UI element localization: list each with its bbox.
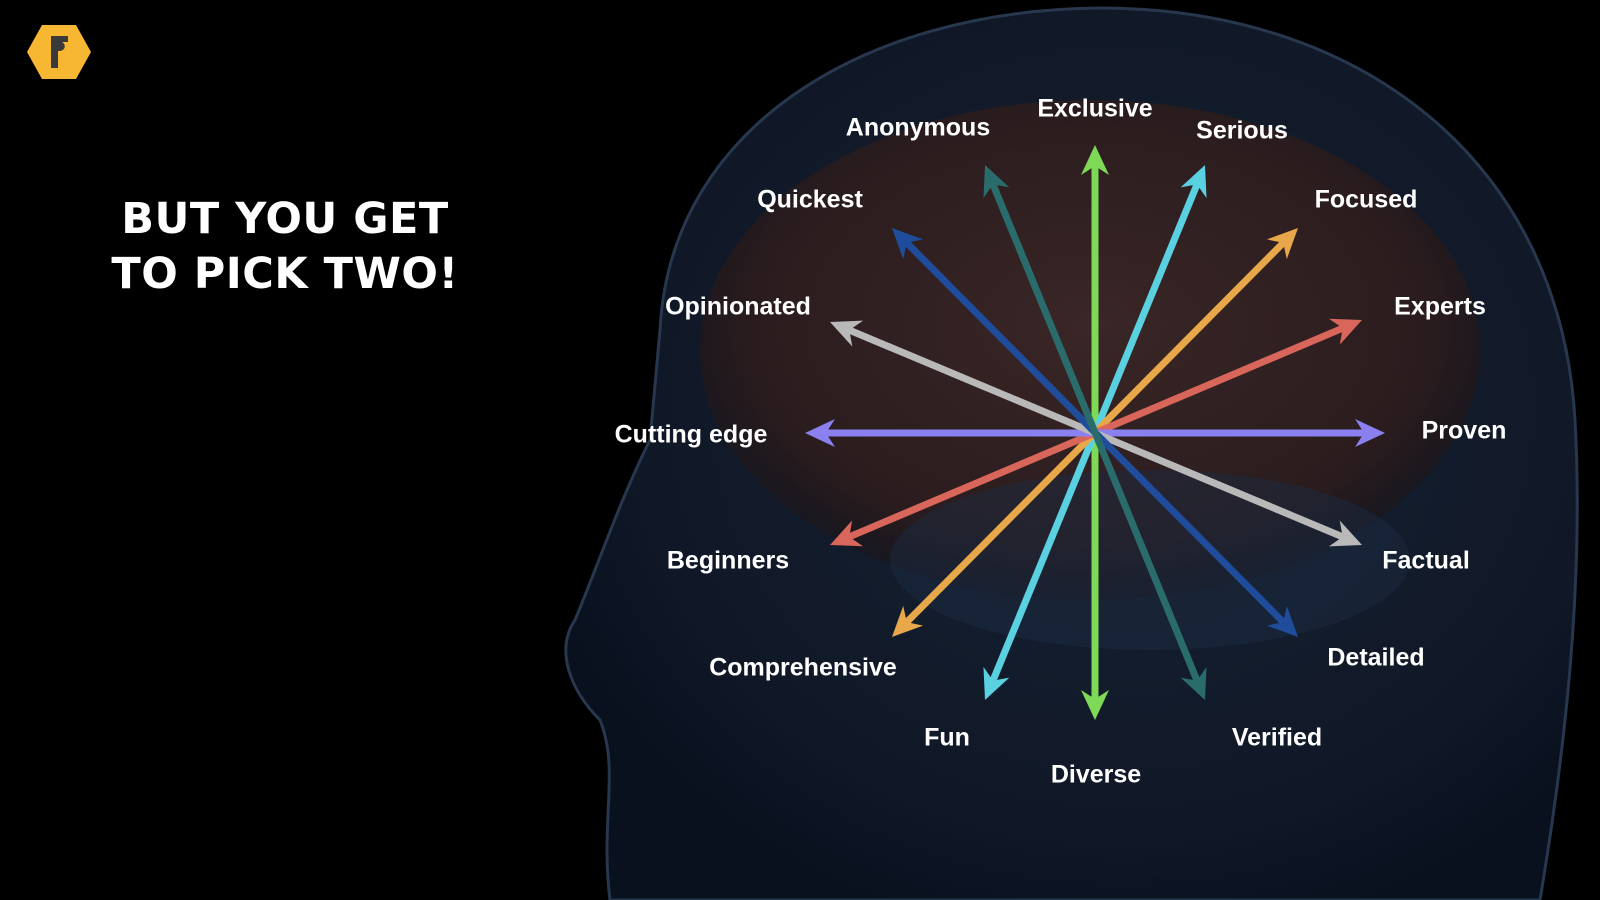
arrowhead-comprehensive bbox=[892, 605, 924, 637]
label-serious: Serious bbox=[1196, 116, 1288, 145]
arrowhead-serious bbox=[1180, 165, 1207, 199]
arrowhead-beginners bbox=[830, 520, 864, 547]
title-line-2: TO PICK TWO! bbox=[111, 249, 459, 299]
label-fun: Fun bbox=[924, 723, 970, 752]
label-exclusive: Exclusive bbox=[1037, 94, 1153, 123]
arrow-verified-anonymous bbox=[989, 182, 1201, 683]
arrowhead-verified bbox=[1180, 666, 1207, 700]
title-line-1: BUT YOU GET bbox=[121, 194, 449, 244]
arrowhead-diverse bbox=[1081, 690, 1109, 720]
label-beginners: Beginners bbox=[666, 546, 790, 575]
arrowhead-fun bbox=[983, 666, 1010, 700]
arrowhead-factual bbox=[1328, 520, 1362, 547]
arrowhead-focused bbox=[1266, 228, 1298, 260]
arrowhead-cutting-edge bbox=[805, 419, 835, 447]
label-cutting-edge: Cutting edge bbox=[614, 420, 768, 449]
label-quickest: Quickest bbox=[757, 185, 863, 214]
arrowhead-proven bbox=[1355, 419, 1385, 447]
arrowhead-detailed bbox=[1266, 605, 1298, 637]
label-comprehensive: Comprehensive bbox=[709, 653, 897, 682]
label-opinionated: Opinionated bbox=[665, 292, 811, 321]
label-diverse: Diverse bbox=[1050, 760, 1142, 789]
arrowhead-quickest bbox=[892, 228, 924, 260]
arrowhead-experts bbox=[1328, 318, 1362, 345]
label-focused: Focused bbox=[1314, 185, 1418, 214]
label-anonymous: Anonymous bbox=[845, 113, 991, 142]
label-proven: Proven bbox=[1421, 416, 1507, 445]
arrowhead-exclusive bbox=[1081, 145, 1109, 175]
label-detailed: Detailed bbox=[1327, 643, 1425, 672]
label-verified: Verified bbox=[1231, 723, 1323, 752]
label-factual: Factual bbox=[1382, 546, 1470, 575]
arrowhead-anonymous bbox=[983, 165, 1010, 199]
slide-title: BUT YOU GET TO PICK TWO! bbox=[70, 192, 500, 302]
brand-logo bbox=[27, 25, 91, 79]
arrowhead-opinionated bbox=[830, 320, 864, 347]
label-experts: Experts bbox=[1394, 292, 1486, 321]
